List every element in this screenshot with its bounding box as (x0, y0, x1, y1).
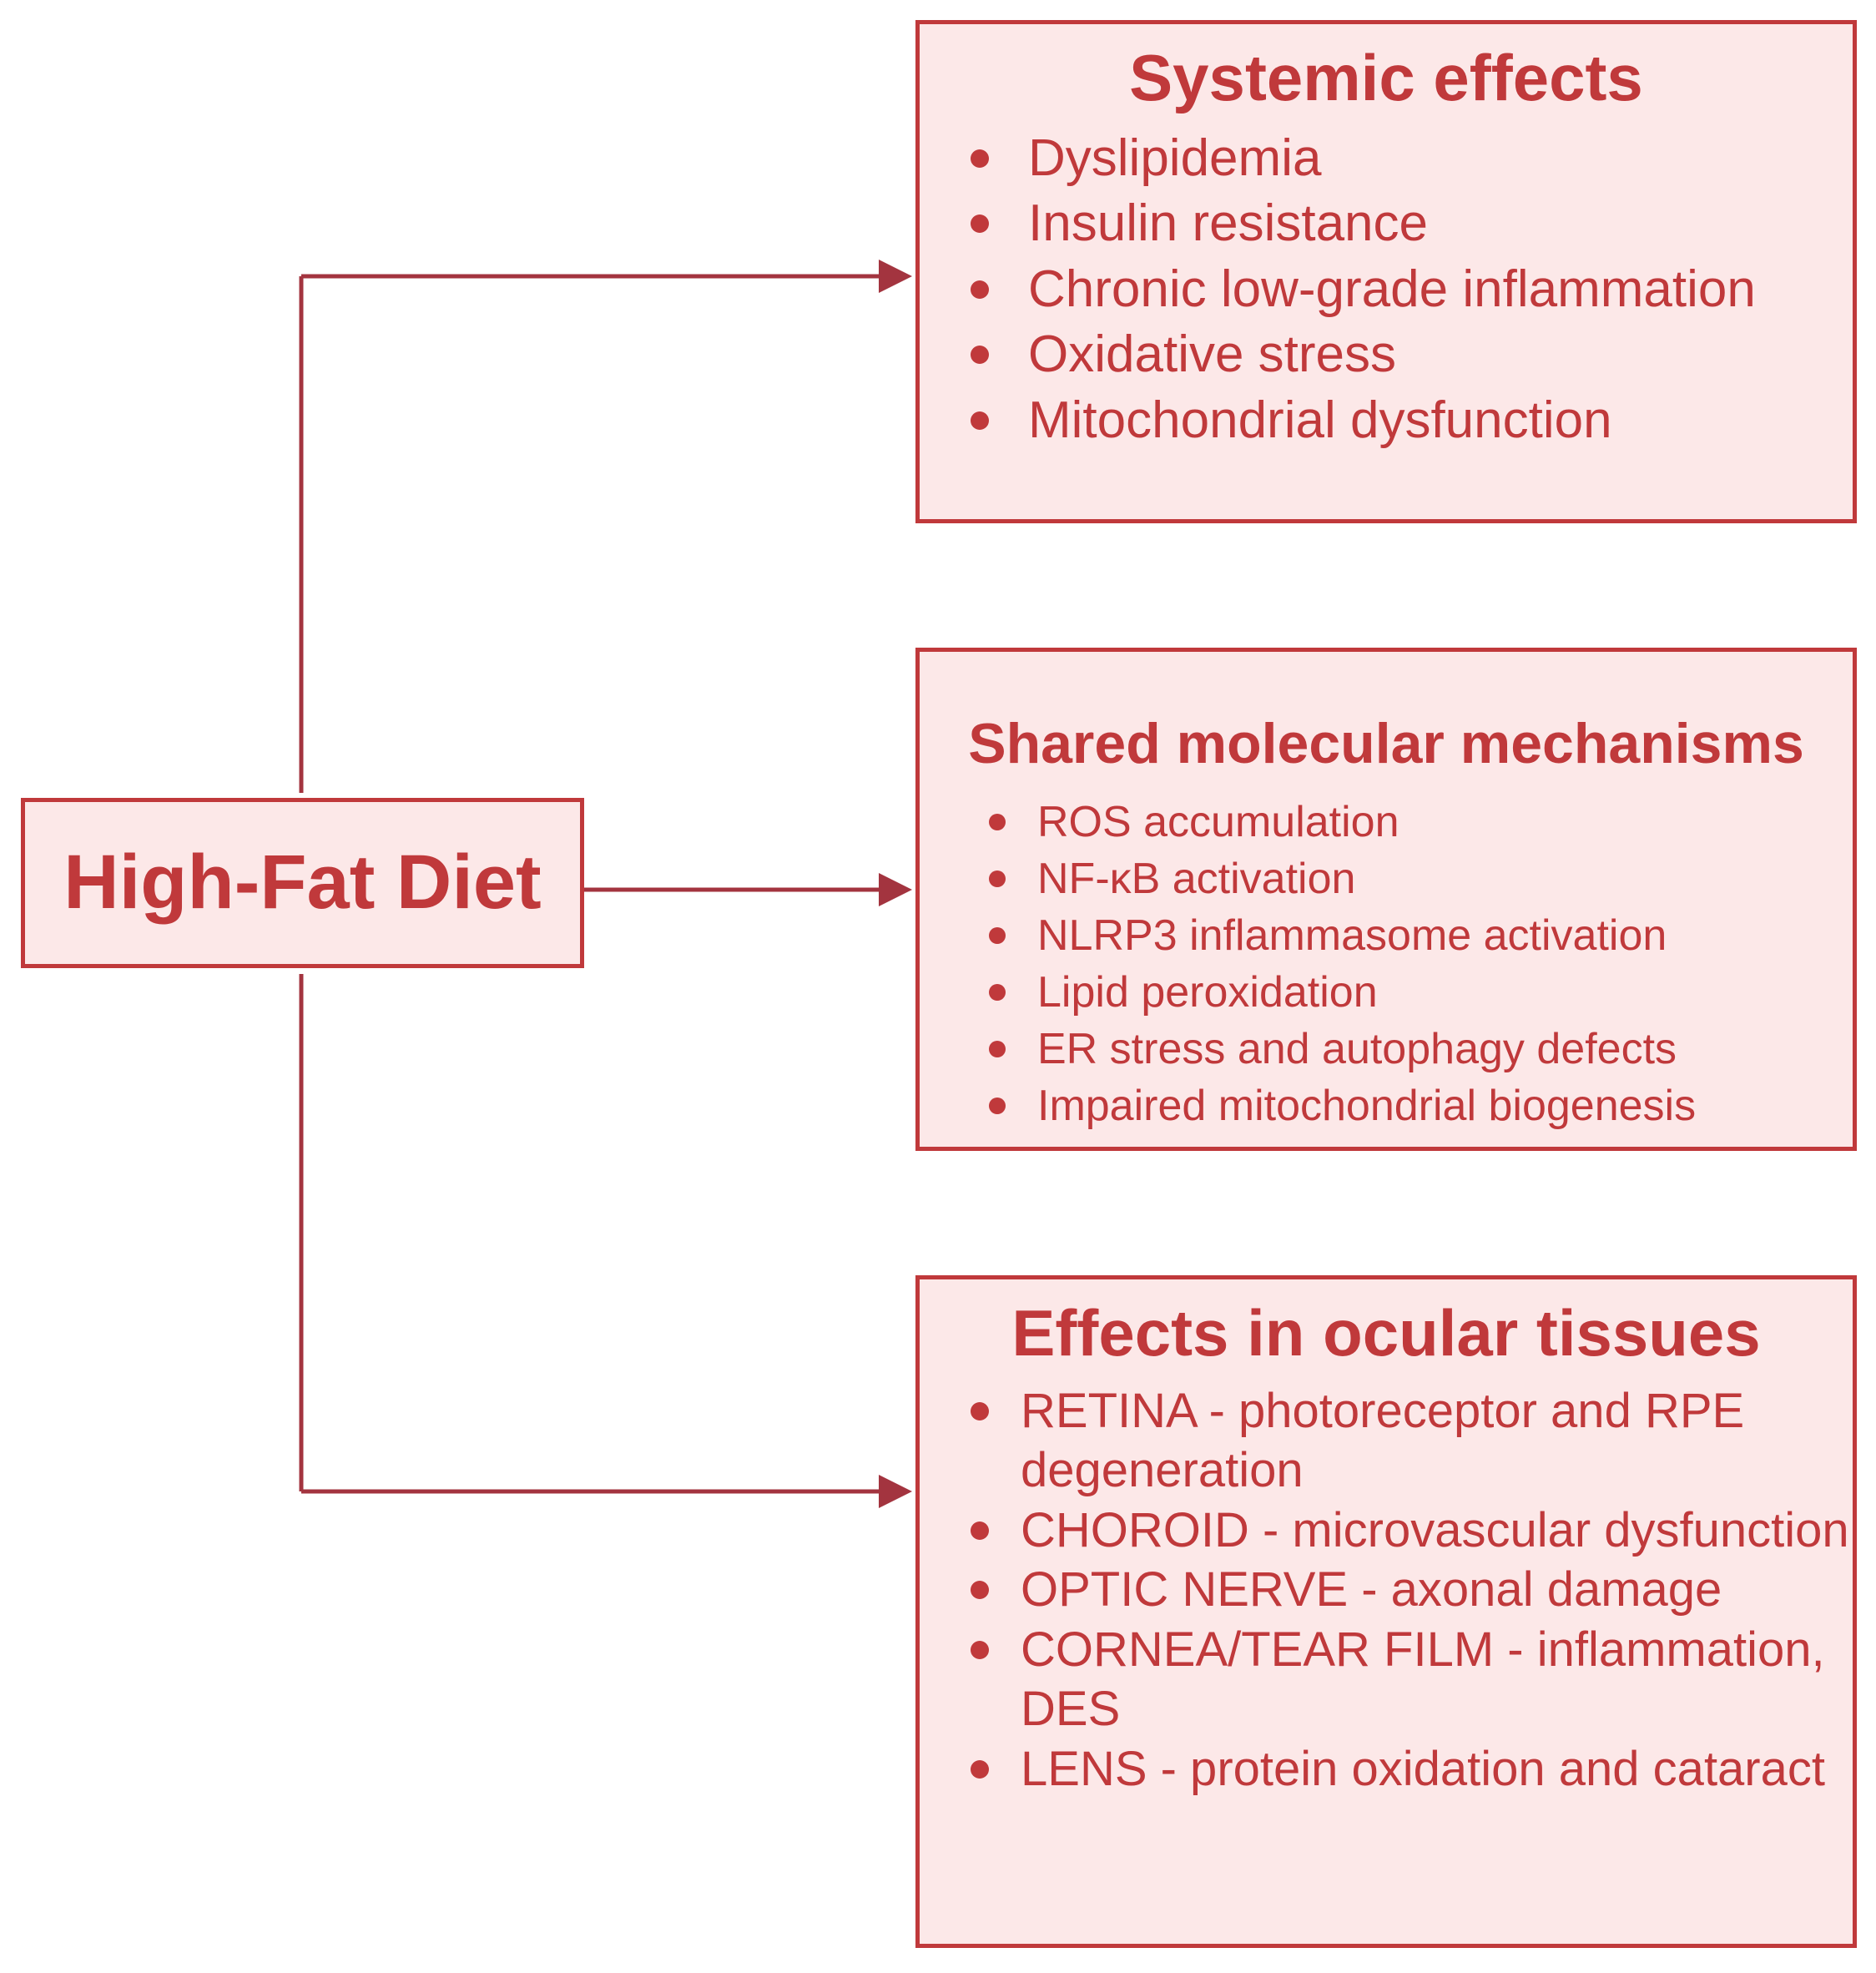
list-item: RETINA - photoreceptor and RPE degenerat… (920, 1381, 1853, 1501)
list-item: NF-κB activation (920, 850, 1853, 907)
list-item: LENS - protein oxidation and cataract (920, 1739, 1853, 1799)
shared-mechanisms-list: ROS accumulation NF-κB activation NLRP3 … (920, 794, 1853, 1134)
high-fat-diet-node: High-Fat Diet (21, 798, 584, 968)
ocular-effects-list: RETINA - photoreceptor and RPE degenerat… (920, 1381, 1853, 1799)
list-item: Mitochondrial dysfunction (920, 388, 1853, 454)
shared-mechanisms-box: Shared molecular mechanisms ROS accumula… (915, 648, 1857, 1151)
high-fat-diet-label: High-Fat Diet (63, 840, 542, 926)
list-item: Chronic low-grade inflammation (920, 257, 1853, 323)
list-item: CORNEA/TEAR FILM - inflammation, DES (920, 1620, 1853, 1739)
list-item: ER stress and autophagy defects (920, 1021, 1853, 1077)
list-item: Oxidative stress (920, 322, 1853, 388)
list-item: ROS accumulation (920, 794, 1853, 850)
list-item: Dyslipidemia (920, 126, 1853, 192)
list-item: OPTIC NERVE - axonal damage (920, 1560, 1853, 1620)
ocular-effects-title: Effects in ocular tissues (1011, 1296, 1761, 1370)
list-item: Impaired mitochondrial biogenesis (920, 1077, 1853, 1134)
shared-mechanisms-title: Shared molecular mechanisms (968, 712, 1804, 775)
ocular-effects-box: Effects in ocular tissues RETINA - photo… (915, 1275, 1857, 1948)
list-item: Lipid peroxidation (920, 964, 1853, 1021)
systemic-effects-list: Dyslipidemia Insulin resistance Chronic … (920, 126, 1853, 454)
list-item: Insulin resistance (920, 191, 1853, 257)
systemic-effects-title: Systemic effects (1129, 41, 1643, 114)
systemic-effects-box: Systemic effects Dyslipidemia Insulin re… (915, 20, 1857, 523)
list-item: CHOROID - microvascular dysfunction (920, 1501, 1853, 1561)
list-item: NLRP3 inflammasome activation (920, 907, 1853, 964)
